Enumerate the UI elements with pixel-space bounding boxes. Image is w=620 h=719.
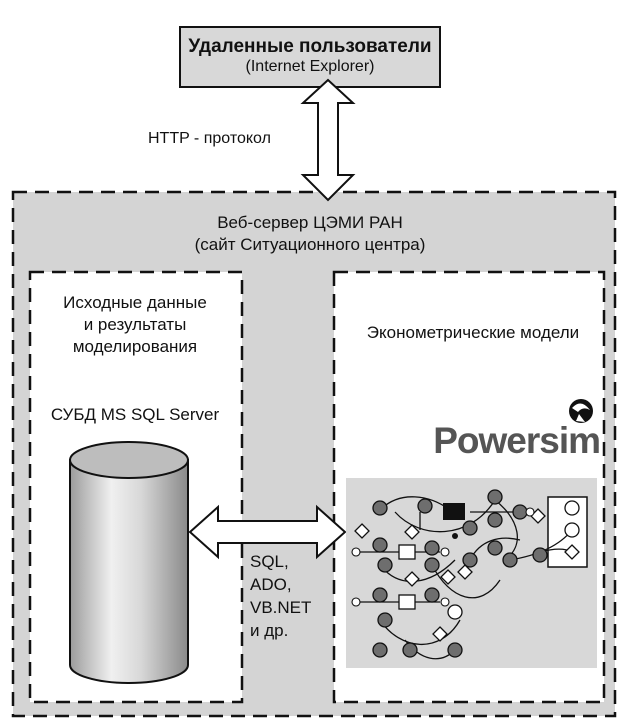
models-panel-title: Эконометрические модели: [366, 323, 580, 342]
server-subtitle: (сайт Ситуационного центра): [194, 235, 426, 254]
api-label-ado: ADO,: [250, 575, 292, 594]
powersim-logo-icon: [569, 399, 593, 423]
http-protocol-label: HTTP - протокол: [148, 130, 271, 147]
users-box-subtitle: (Internet Explorer): [245, 58, 375, 75]
users-box-title: Удаленные пользователи: [188, 36, 432, 57]
data-panel-title-line1: Исходные данные: [63, 293, 207, 312]
db-models-double-arrow: [188, 504, 347, 560]
server-title: Веб-сервер ЦЭМИ РАН: [217, 213, 403, 232]
model-diagram-icon: [346, 478, 597, 668]
api-label-sql: SQL,: [250, 552, 289, 571]
http-double-arrow: [300, 78, 356, 202]
api-label-other: и др.: [250, 621, 289, 640]
users-box: [179, 26, 441, 88]
api-label-vbnet: VB.NET: [250, 598, 312, 617]
dbms-label: СУБД MS SQL Server: [50, 405, 220, 424]
database-cylinder-icon: [69, 441, 189, 684]
data-panel-title-line3: моделирования: [72, 337, 198, 356]
data-panel-title-line2: и результаты: [83, 315, 187, 334]
powersim-logo-text: Powersim: [433, 420, 601, 461]
